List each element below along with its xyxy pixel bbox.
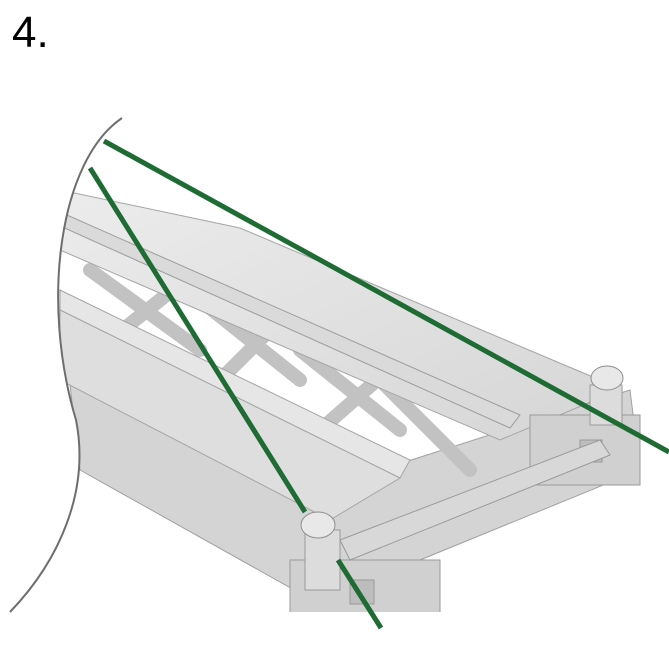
guide-line-left-upper bbox=[87, 166, 308, 514]
step-number: 4. bbox=[12, 8, 49, 57]
guide-line-left-lower bbox=[335, 558, 384, 630]
callout-border bbox=[9, 117, 123, 613]
bridge-model bbox=[59, 189, 641, 612]
end-crossbar bbox=[339, 439, 611, 561]
guide-line-right bbox=[102, 138, 669, 455]
